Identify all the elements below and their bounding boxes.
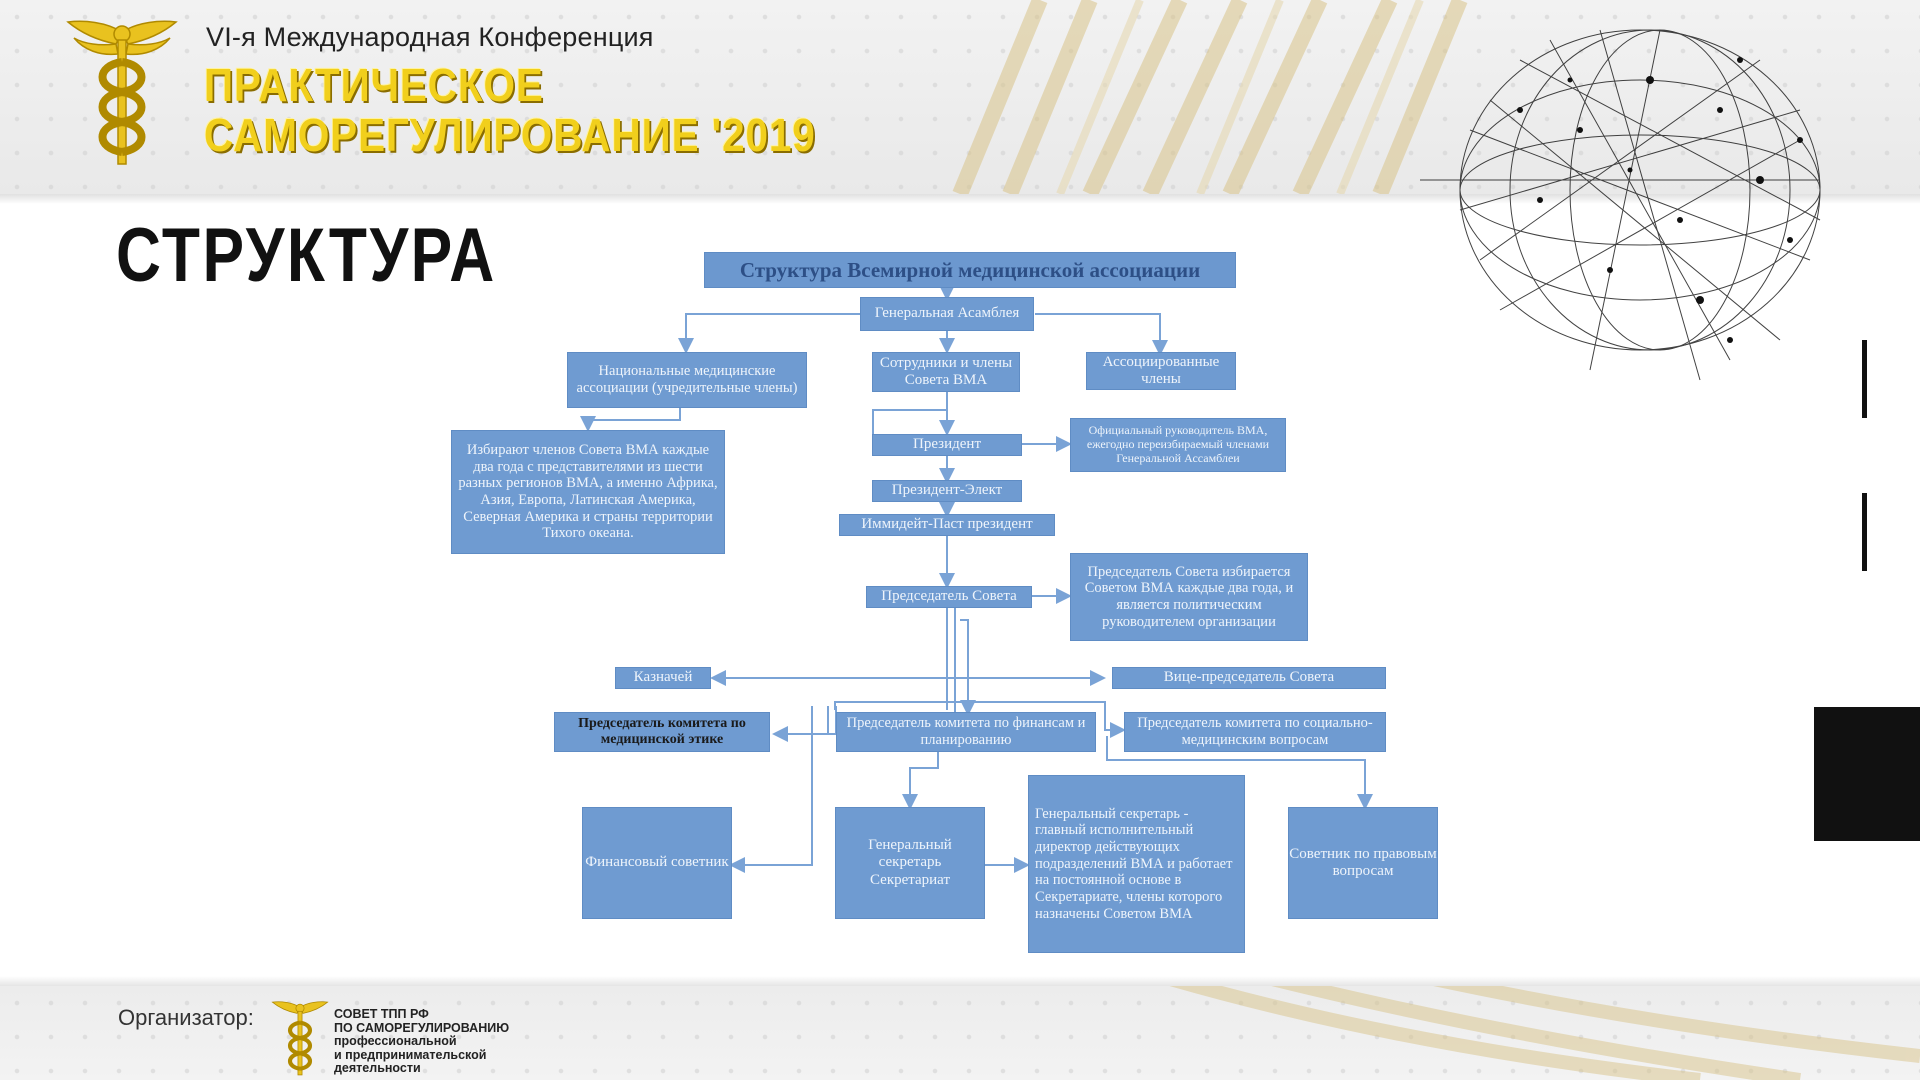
node-legal-advisor: Советник по правовым вопросам [1288, 807, 1438, 919]
node-secretary-general: Генеральный секретарь Секретариат [835, 807, 985, 919]
node-president: Президент [872, 434, 1022, 456]
node-immediate-past-president: Иммидейт-Паст президент [839, 514, 1055, 536]
node-vice-chair: Вице-председатель Совета [1112, 667, 1386, 689]
node-president-note: Официальный руководитель ВМА, ежегодно п… [1070, 418, 1286, 472]
node-chair-note: Председатель Совета избирается Советом В… [1070, 553, 1308, 641]
node-general-assembly: Генеральная Асамблея [860, 297, 1034, 331]
node-council-chair: Председатель Совета [866, 586, 1032, 608]
organizer-label: Организатор: [118, 1005, 254, 1031]
footer-shadow [0, 976, 1920, 986]
organizer-name: СОВЕТ ТПП РФ ПО САМОРЕГУЛИРОВАНИЮ профес… [334, 1008, 509, 1076]
node-associated-members: Ассоциированные члены [1086, 352, 1236, 390]
node-staff-council: Сотрудники и члены Совета ВМА [872, 352, 1020, 392]
node-finance-committee-chair: Председатель комитета по финансам и план… [836, 712, 1096, 752]
node-elect-note: Избирают членов Совета ВМА каждые два го… [451, 430, 725, 554]
diagram-title: Структура Всемирной медицинской ассоциац… [704, 252, 1236, 288]
node-president-elect: Президент-Элект [872, 480, 1022, 502]
node-social-committee-chair: Председатель комитета по социально-медиц… [1124, 712, 1386, 752]
node-national-associations: Национальные медицинские ассоциации (учр… [567, 352, 807, 408]
node-ethics-committee-chair: Председатель комитета по медицинской эти… [554, 712, 770, 752]
organizer-logo [270, 998, 330, 1078]
node-secretary-note: Генеральный секретарь - главный исполнит… [1028, 775, 1245, 953]
node-treasurer: Казначей [615, 667, 711, 689]
node-financial-advisor: Финансовый советник [582, 807, 732, 919]
